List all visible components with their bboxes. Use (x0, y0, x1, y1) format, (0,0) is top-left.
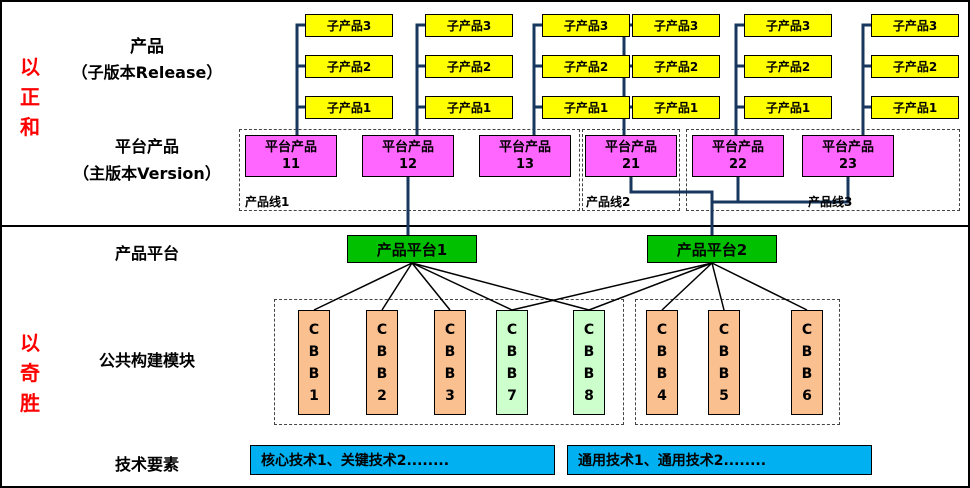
sub-product-box: 子产品1 (871, 96, 959, 119)
cbb-box: C B B 6 (791, 310, 823, 415)
platform-product-number: 21 (621, 157, 641, 172)
platform-product-number: 13 (515, 157, 535, 172)
sub-product-box: 子产品2 (425, 55, 513, 78)
platform-product-name: 平台产品 (604, 140, 657, 155)
section-label-platform-product: 平台产品 (114, 137, 179, 156)
platform-product-number: 12 (398, 157, 418, 172)
platform-product-box: 平台产品 23 (802, 135, 894, 177)
sub-product-box: 子产品2 (871, 55, 959, 78)
platform-product-number: 11 (281, 157, 301, 172)
sub-product-box: 子产品3 (744, 14, 832, 37)
platform-product-name: 平台产品 (498, 140, 551, 155)
section-label-product: 产品 (130, 37, 164, 57)
sub-connector-group2 (415, 23, 425, 135)
sub-product-box: 子产品3 (542, 14, 630, 37)
sub-product-box: 子产品3 (632, 14, 720, 37)
section-divider (2, 225, 968, 227)
sub-product-box: 子产品1 (632, 96, 720, 119)
sub-product-box: 子产品2 (542, 55, 630, 78)
cbb-box: C B B 1 (298, 310, 330, 415)
section-label-tech: 技术要素 (114, 455, 179, 474)
platform-product-box: 平台产品 11 (245, 135, 337, 177)
sub-connector-group6 (861, 23, 871, 135)
tech-box-general: 通用技术1、通用技术2........ (567, 445, 872, 475)
cbb-box: C B B 2 (366, 310, 398, 415)
sub-product-box: 子产品1 (305, 96, 393, 119)
tech-box-core: 核心技术1、关键技术2........ (250, 445, 555, 475)
sub-product-box: 子产品1 (744, 96, 832, 119)
sub-product-box: 子产品3 (871, 14, 959, 37)
platform-product-name: 平台产品 (381, 140, 434, 155)
side-label-bottom: 以 奇 胜 (20, 331, 40, 415)
cbb-box: C B B 3 (434, 310, 466, 415)
section-label-cbb: 公共构建模块 (98, 351, 195, 370)
cbb-box: C B B 8 (573, 310, 605, 415)
platform-product-box: 平台产品 21 (585, 135, 677, 177)
sub-product-box: 子产品2 (305, 55, 393, 78)
platform-product-box: 平台产品 12 (362, 135, 454, 177)
platform-product-number: 22 (728, 157, 748, 172)
platform-product-name: 平台产品 (264, 140, 317, 155)
product-line-2-label: 产品线2 (586, 195, 631, 209)
platform-product-name: 平台产品 (821, 140, 874, 155)
sub-product-box: 子产品1 (425, 96, 513, 119)
sub-product-box: 子产品1 (542, 96, 630, 119)
product-platform-1-box: 产品平台1 (347, 235, 477, 263)
cbb-box: C B B 4 (646, 310, 678, 415)
platform-product-box: 平台产品 22 (692, 135, 784, 177)
platform-product-box: 平台产品 13 (479, 135, 571, 177)
sub-product-box: 子产品3 (425, 14, 513, 37)
product-platform-2-box: 产品平台2 (647, 235, 777, 263)
sub-connector-group3 (532, 23, 542, 135)
product-line-1-box (239, 129, 580, 211)
section-label-platform-product-subtitle: （主版本Version） (73, 164, 221, 183)
section-label-product-platform: 产品平台 (114, 244, 179, 263)
platform-product-name: 平台产品 (711, 140, 764, 155)
section-label-product-subtitle: （子版本Release） (71, 63, 223, 82)
side-label-top: 以 正 和 (20, 55, 40, 139)
cbb-box: C B B 7 (496, 310, 528, 415)
sub-product-box: 子产品2 (744, 55, 832, 78)
platform-product-number: 23 (838, 157, 858, 172)
product-line-1-label: 产品线1 (245, 195, 290, 209)
product-line-3-label: 产品线3 (808, 195, 853, 209)
sub-connector-group5 (734, 23, 744, 135)
sub-product-box: 子产品2 (632, 55, 720, 78)
sub-connector-group1 (295, 23, 305, 135)
sub-product-box: 子产品3 (305, 14, 393, 37)
cbb-box: C B B 5 (708, 310, 740, 415)
